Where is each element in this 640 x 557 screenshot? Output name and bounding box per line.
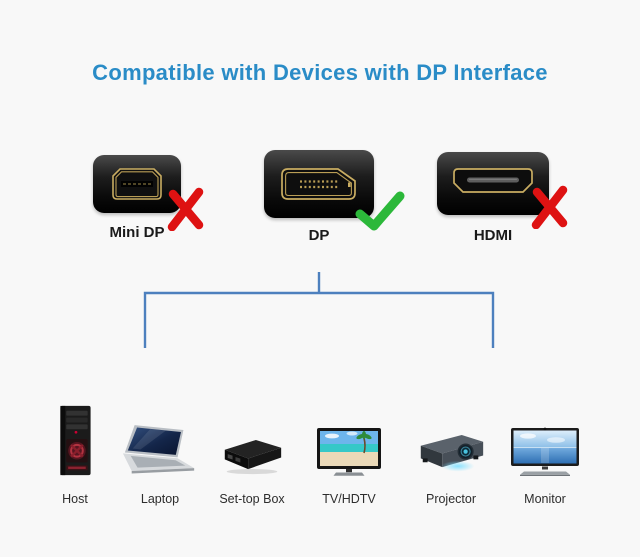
dp-connector-image (264, 150, 374, 218)
monitor-icon (499, 403, 591, 479)
device-tv-hdtv: TV/HDTV (303, 403, 395, 506)
hdmi-incompatible-cross-icon (530, 183, 570, 230)
page-title: Compatible with Devices with DP Interfac… (92, 60, 548, 85)
device-label-host: Host (62, 492, 88, 506)
dp-label: DP (308, 227, 330, 244)
device-label-set-top-box: Set-top Box (219, 492, 285, 506)
mini-dp-connector-image (93, 155, 181, 213)
dp-port-icon (281, 168, 356, 200)
hdmi-port-icon (453, 168, 533, 193)
bracket-connector-lines (143, 272, 495, 348)
device-host: Host (29, 403, 121, 506)
device-label-laptop: Laptop (140, 492, 180, 506)
host-tower-icon (29, 403, 121, 479)
dp-compatible-check-icon (352, 190, 408, 232)
set-top-box-icon (206, 403, 298, 479)
mini-dp-port-icon (112, 168, 162, 200)
device-projector: Projector (405, 403, 497, 506)
device-laptop: Laptop (114, 403, 206, 506)
device-set-top-box: Set-top Box (206, 403, 298, 506)
laptop-icon (114, 403, 206, 479)
hdmi-connector-image (437, 152, 549, 215)
mini-dp-label: Mini DP (109, 224, 165, 241)
projector-icon (405, 403, 497, 479)
device-label-projector: Projector (425, 492, 477, 506)
tv-icon (303, 403, 395, 479)
mini-dp-incompatible-cross-icon (166, 185, 206, 232)
hdmi-label: HDMI (473, 227, 513, 244)
device-label-monitor: Monitor (524, 492, 566, 506)
device-label-tv-hdtv: TV/HDTV (322, 492, 376, 506)
device-monitor: Monitor (499, 403, 591, 506)
